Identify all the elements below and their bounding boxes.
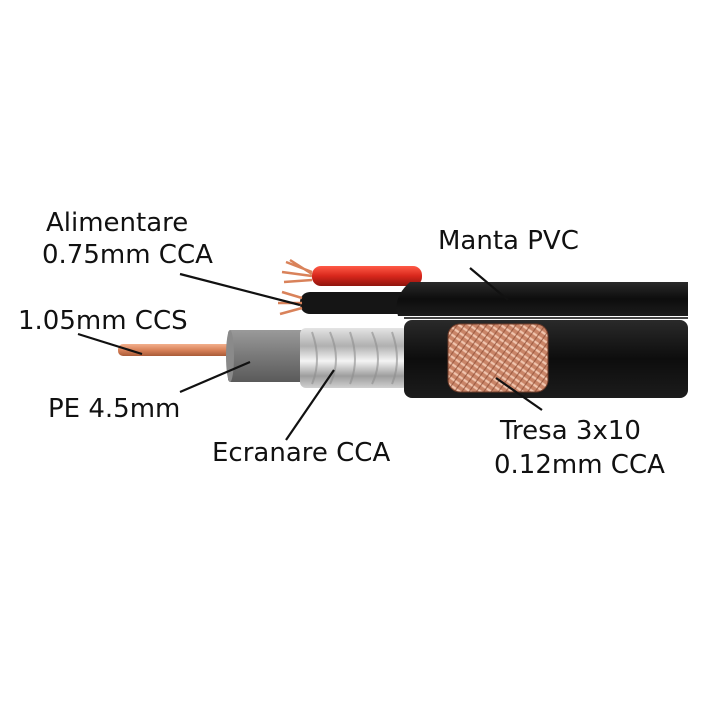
leader-conductor — [77, 332, 143, 356]
label-dielectric: PE 4.5mm — [48, 394, 181, 424]
power-wires — [278, 258, 422, 316]
leader-jacket — [469, 267, 509, 301]
label-braid-title: Tresa 3x10 — [500, 416, 641, 446]
label-shield: Ecranare CCA — [212, 438, 391, 468]
label-jacket: Manta PVC — [438, 226, 579, 256]
foil-shield — [300, 328, 408, 388]
label-conductor: 1.05mm CCS — [18, 306, 188, 336]
pe-dielectric — [226, 330, 306, 382]
label-power-spec: 0.75mm CCA — [42, 240, 213, 270]
leader-shield — [285, 369, 335, 441]
leader-lines — [77, 267, 543, 441]
leader-power — [179, 272, 301, 307]
copper-braid — [447, 323, 549, 393]
label-power-title: Alimentare — [46, 208, 189, 238]
label-braid-spec: 0.12mm CCA — [494, 450, 665, 480]
leader-dielectric — [179, 360, 251, 394]
leader-braid — [495, 377, 543, 411]
center-conductor — [118, 344, 234, 356]
